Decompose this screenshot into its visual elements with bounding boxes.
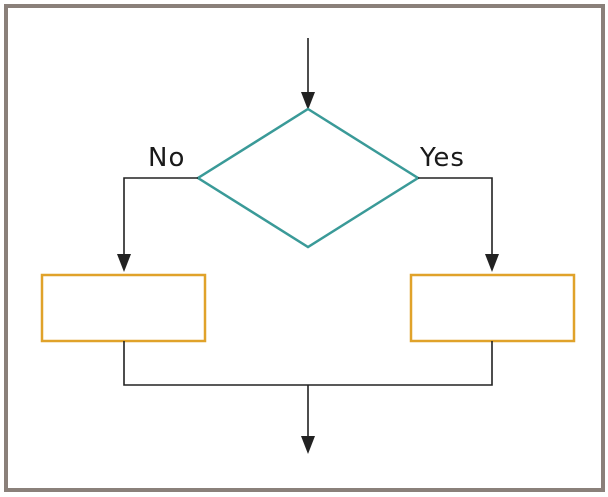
entry-arrowhead — [301, 92, 315, 110]
yes-branch-connector — [418, 177, 493, 262]
no-branch-connector — [123, 177, 198, 262]
diagram-frame — [4, 4, 605, 492]
yes-process-box — [409, 273, 576, 343]
yes-branch-label: Yes — [419, 143, 465, 173]
yes-branch-arrowhead — [485, 254, 499, 272]
decision-diamond — [195, 107, 421, 249]
no-branch-label: No — [148, 143, 185, 173]
exit-arrowhead — [301, 436, 315, 454]
no-branch-arrowhead — [117, 254, 131, 272]
no-process-box — [40, 273, 207, 343]
